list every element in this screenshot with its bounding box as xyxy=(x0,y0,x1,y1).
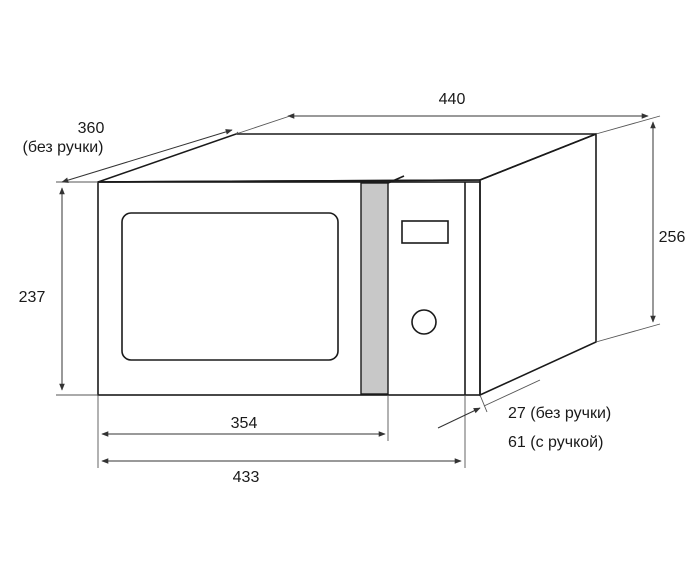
label-depth-note: (без ручки) xyxy=(23,139,104,156)
dimension-labels: 440 360 (без ручки) 237 256 354 433 27 (… xyxy=(19,91,686,486)
label-window-width: 354 xyxy=(231,415,258,432)
label-handle-depth-2: 61 (с ручкой) xyxy=(508,434,603,451)
door-window xyxy=(121,212,339,361)
handle-top-detail xyxy=(387,175,405,184)
right-side-face xyxy=(479,132,597,397)
dim-depth-line xyxy=(61,129,233,183)
label-height-left: 237 xyxy=(19,289,46,306)
door-handle xyxy=(360,182,389,395)
front-face xyxy=(97,181,481,396)
dim-handle-depth-line xyxy=(437,407,481,429)
label-width-total: 440 xyxy=(439,91,466,108)
label-depth: 360 xyxy=(78,120,105,137)
display-panel xyxy=(401,220,449,244)
dimension-lines xyxy=(59,113,656,464)
label-front-width: 433 xyxy=(233,469,260,486)
microwave-body xyxy=(97,132,597,397)
top-face xyxy=(97,133,597,183)
control-knob xyxy=(411,309,437,335)
label-height-right: 256 xyxy=(659,229,686,246)
label-handle-depth-1: 27 (без ручки) xyxy=(508,405,611,422)
